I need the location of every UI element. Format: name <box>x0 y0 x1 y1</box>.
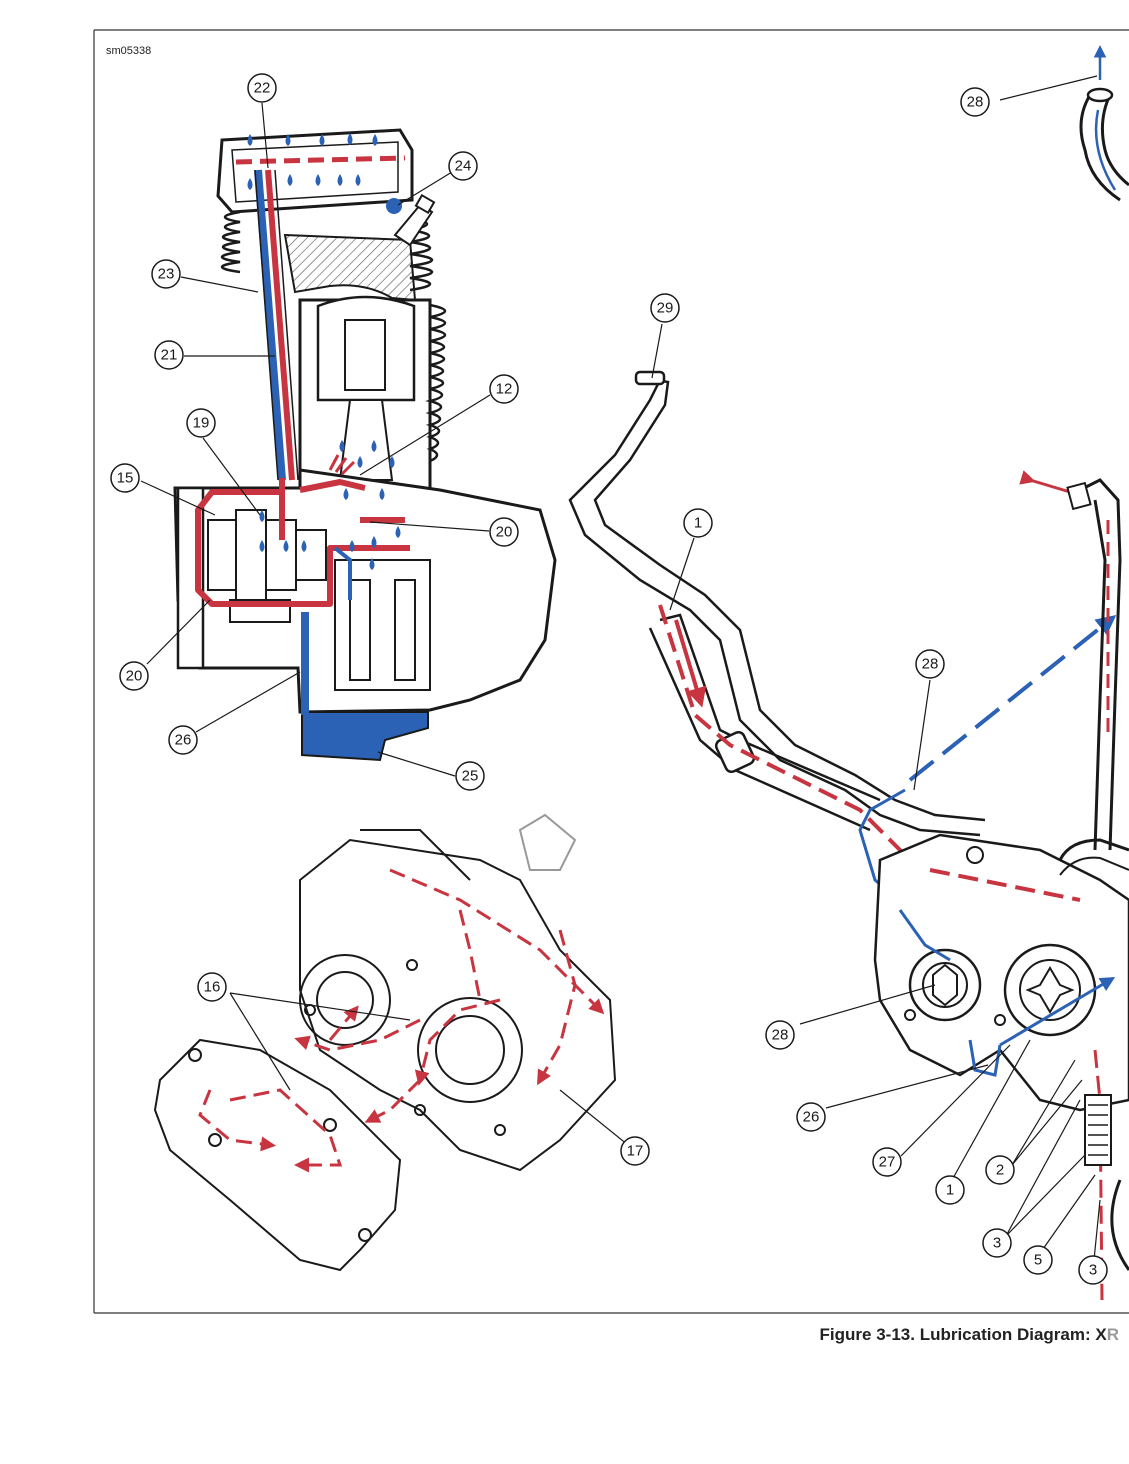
callout-labels: 22 24 23 21 19 12 15 20 20 26 25 29 1 28… <box>117 80 1098 1279</box>
callout-3-right: 3 <box>1089 1262 1097 1279</box>
callout-17: 17 <box>627 1143 644 1160</box>
callout-5: 5 <box>1034 1252 1042 1269</box>
callout-22: 22 <box>254 80 271 97</box>
feed-line-1b <box>674 619 707 708</box>
callout-28-pump: 28 <box>772 1027 789 1044</box>
leader-lines <box>140 75 1101 1261</box>
callout-29: 29 <box>657 300 674 317</box>
oil-pump-body <box>873 833 1129 1301</box>
callout-27: 27 <box>879 1154 896 1171</box>
callout-26-engine: 26 <box>175 732 192 749</box>
figure-code: sm05338 <box>106 45 152 57</box>
gearcase-view <box>153 813 617 1272</box>
top-right-tube <box>1079 45 1129 202</box>
callout-24: 24 <box>455 158 472 175</box>
caption-text: Figure 3-13. Lubrication Diagram: X <box>819 1325 1107 1344</box>
callout-1-hose: 1 <box>694 515 702 532</box>
callout-16: 16 <box>204 979 221 996</box>
callout-21: 21 <box>161 347 178 364</box>
callout-26-pump: 26 <box>803 1109 820 1126</box>
figure-caption: Figure 3-13. Lubrication Diagram: XR <box>820 1325 1119 1345</box>
caption-cut-text: R <box>1106 1325 1119 1344</box>
callout-20-right: 20 <box>496 524 513 541</box>
callout-19: 19 <box>193 415 210 432</box>
callout-20-left: 20 <box>126 668 143 685</box>
callout-23: 23 <box>158 266 175 283</box>
callout-25: 25 <box>462 768 479 785</box>
gearcase-feed-lines <box>198 868 605 1173</box>
callout-28-mid: 28 <box>922 656 939 673</box>
breather-hose <box>568 370 986 837</box>
callout-1-pump: 1 <box>946 1182 954 1199</box>
callout-2: 2 <box>996 1162 1004 1179</box>
return-line-28 <box>908 615 1117 782</box>
callout-3-left: 3 <box>993 1235 1001 1252</box>
callout-12: 12 <box>496 381 513 398</box>
callout-15: 15 <box>117 470 134 487</box>
callout-28-top: 28 <box>967 94 984 111</box>
callout-circles <box>110 73 1108 1285</box>
engine-cross-section <box>173 128 557 762</box>
right-fitting <box>1019 470 1122 851</box>
